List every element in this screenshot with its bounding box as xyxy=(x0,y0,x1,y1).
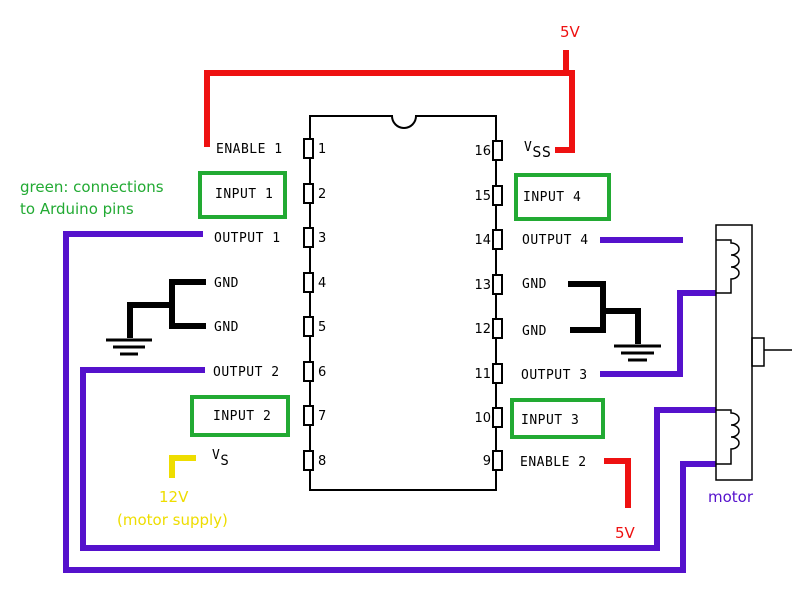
pin-number-4: 4 xyxy=(318,276,326,291)
legend-line-2: to Arduino pins xyxy=(20,200,134,218)
pin-tab-8 xyxy=(303,450,314,471)
pin-number-10: 10 xyxy=(474,411,491,426)
pin-numbers: 1 2 3 4 5 6 7 8 16 15 14 13 12 11 10 9 xyxy=(318,142,491,469)
pin-label-vs: VS xyxy=(212,448,229,469)
motor xyxy=(715,224,792,481)
chip xyxy=(303,115,503,491)
pin-label-input-1: INPUT 1 xyxy=(215,187,273,202)
pin-tab-7 xyxy=(303,405,314,426)
pin-label-gnd-5: GND xyxy=(214,320,239,335)
gnd-left-wire xyxy=(127,279,206,338)
pin-label-output-3: OUTPUT 3 xyxy=(521,368,588,383)
pin-label-vss: VSS xyxy=(524,140,551,161)
output-2-wire xyxy=(80,367,716,551)
legend-line-1: green: connections xyxy=(20,178,164,196)
pin-number-12: 12 xyxy=(474,322,491,337)
motor-coil-lower xyxy=(716,409,740,465)
pin-label-enable-2: ENABLE 2 xyxy=(520,455,587,470)
motor-supply-voltage: 12V xyxy=(159,488,189,506)
pin-label-input-4: INPUT 4 xyxy=(523,190,581,205)
input-4-box xyxy=(514,173,611,221)
input-2-box xyxy=(190,395,290,437)
output-3-wire xyxy=(600,290,716,377)
motor-body xyxy=(715,224,753,481)
pin-number-15: 15 xyxy=(474,189,491,204)
pin-tab-2 xyxy=(303,183,314,204)
pin-number-6: 6 xyxy=(318,365,326,380)
pin-number-2: 2 xyxy=(318,187,326,202)
output-1-wire xyxy=(63,231,716,573)
supply-label-top: 5V xyxy=(560,23,581,41)
pin-label-output-1: OUTPUT 1 xyxy=(214,231,281,246)
motor-label: motor xyxy=(708,488,754,506)
pin-label-gnd-13: GND xyxy=(522,277,547,292)
pin-number-5: 5 xyxy=(318,320,326,335)
pin-tab-9 xyxy=(492,450,503,471)
pin-label-vs-main: V xyxy=(212,448,220,463)
motor-coil-upper xyxy=(716,239,740,294)
motor-shaft-housing xyxy=(751,337,765,367)
pin-number-1: 1 xyxy=(318,142,326,157)
chip-body xyxy=(309,115,497,491)
input-3-box xyxy=(510,398,605,439)
ground-wires-right xyxy=(568,281,641,344)
arduino-input-boxes xyxy=(190,171,611,439)
pin-tab-16 xyxy=(492,140,503,161)
pin-tab-11 xyxy=(492,363,503,384)
pin-tab-10 xyxy=(492,407,503,428)
pin-tab-13 xyxy=(492,274,503,295)
pin-number-9: 9 xyxy=(483,454,491,469)
pin-tab-12 xyxy=(492,318,503,339)
pin-label-input-2: INPUT 2 xyxy=(213,409,271,424)
pin-tab-4 xyxy=(303,272,314,293)
motor-supply-wire xyxy=(169,455,196,478)
pin-tab-14 xyxy=(492,229,503,250)
gnd-right-wire xyxy=(568,281,641,344)
pin-number-13: 13 xyxy=(474,278,491,293)
pin-label-output-2: OUTPUT 2 xyxy=(213,365,280,380)
pin-number-14: 14 xyxy=(474,233,491,248)
ground-symbol-right xyxy=(614,344,661,362)
ground-wires-left xyxy=(127,279,206,338)
pin-labels: ENABLE 1 INPUT 1 OUTPUT 1 GND GND OUTPUT… xyxy=(212,140,589,470)
pin-tab-3 xyxy=(303,227,314,248)
pin-label-vss-main: V xyxy=(524,140,532,155)
pin-number-11: 11 xyxy=(474,367,491,382)
pin-tab-15 xyxy=(492,185,503,206)
pin-number-7: 7 xyxy=(318,409,326,424)
pin-label-enable-1: ENABLE 1 xyxy=(216,142,283,157)
enable-2-5v-wire xyxy=(604,458,631,508)
pin-label-vs-sub: S xyxy=(220,453,229,469)
pin-label-vss-sub: SS xyxy=(532,143,551,161)
motor-supply-caption: (motor supply) xyxy=(117,511,228,529)
pin-tab-6 xyxy=(303,361,314,382)
pin-number-8: 8 xyxy=(318,454,326,469)
pin-number-16: 16 xyxy=(474,144,491,159)
supply-label-bottom: 5V xyxy=(615,524,636,542)
pin-label-gnd-4: GND xyxy=(214,276,239,291)
pin-label-input-3: INPUT 3 xyxy=(521,413,579,428)
pin-label-output-4: OUTPUT 4 xyxy=(522,233,589,248)
pin-tab-1 xyxy=(303,138,314,159)
input-1-box xyxy=(198,171,287,219)
pin-label-gnd-12: GND xyxy=(522,324,547,339)
pin-tab-5 xyxy=(303,316,314,337)
ground-symbol-left xyxy=(106,338,152,356)
enable-1-5v-wire xyxy=(204,70,575,153)
output-wires xyxy=(63,231,716,573)
pin-number-3: 3 xyxy=(318,231,326,246)
supply-wires xyxy=(204,70,631,508)
